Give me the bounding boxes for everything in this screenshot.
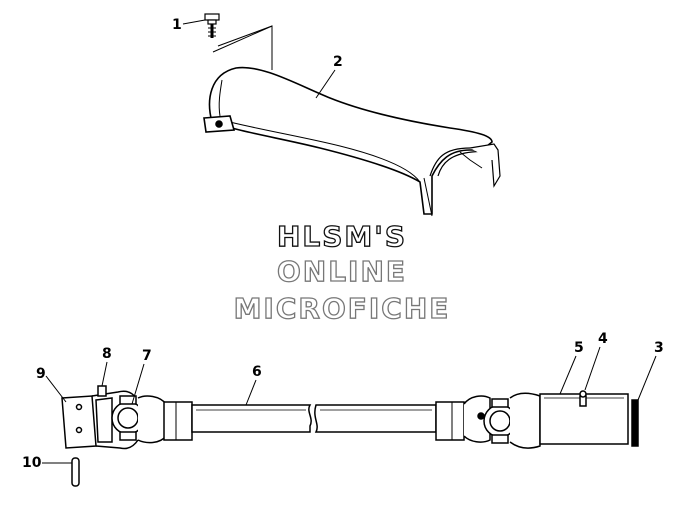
svg-text:3: 3 [654, 340, 664, 356]
watermark-line-2: ONLINE [277, 255, 407, 288]
svg-text:4: 4 [598, 331, 608, 347]
bolt-part-8 [97, 385, 107, 397]
svg-text:6: 6 [252, 364, 262, 380]
svg-text:5: 5 [574, 340, 584, 356]
yoke-part-9 [61, 395, 97, 449]
u-joint-part-7 [111, 395, 151, 441]
callout-9: 9 [36, 366, 67, 403]
svg-text:10: 10 [22, 455, 42, 471]
watermark: HLSM'S ONLINE MICROFICHE [233, 219, 451, 325]
grease-fitting-part-4 [579, 390, 587, 407]
driveshaft-assembly [61, 385, 639, 487]
watermark-line-1: HLSM'S [277, 220, 407, 253]
callout-1: 1 [172, 17, 206, 33]
callout-4: 4 [584, 331, 608, 391]
pin-part-10 [71, 457, 80, 487]
guard-part-2 [203, 66, 501, 217]
callout-8: 8 [101, 346, 112, 387]
callout-6: 6 [245, 364, 262, 406]
bolt-part-1 [204, 13, 220, 38]
seal-part-3 [631, 399, 639, 447]
callout-10: 10 [22, 455, 72, 471]
watermark-line-3: MICROFICHE [234, 292, 451, 325]
svg-text:1: 1 [172, 17, 182, 33]
callout-2: 2 [315, 54, 343, 99]
svg-text:9: 9 [36, 366, 46, 382]
svg-text:2: 2 [333, 54, 343, 70]
u-joint-right [477, 398, 517, 444]
svg-text:8: 8 [102, 346, 112, 362]
callout-5: 5 [559, 340, 584, 395]
callout-3: 3 [637, 340, 664, 401]
svg-text:7: 7 [142, 348, 152, 364]
callout-7: 7 [131, 348, 152, 405]
shaft-tube-part-6 [191, 404, 437, 433]
bolt-leader-bracket [212, 25, 273, 70]
